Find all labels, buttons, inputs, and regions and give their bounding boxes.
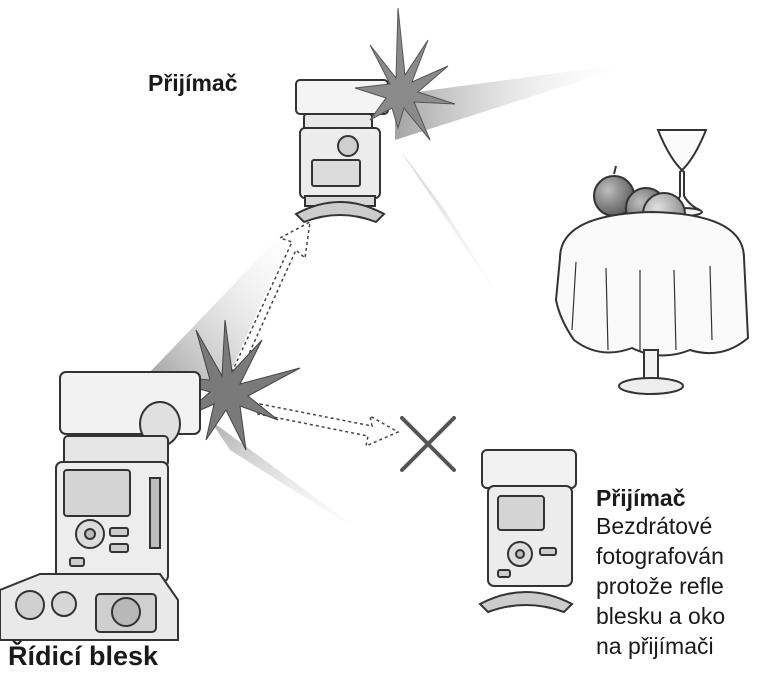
master-flash-label: Řídicí blesk — [8, 641, 159, 671]
note-line-1: Bezdrátové — [596, 513, 713, 539]
master-flash-beam-right — [210, 420, 380, 545]
master-flash-unit — [55, 371, 201, 583]
camera-body — [0, 573, 179, 641]
note-line-4: blesku a oko — [596, 603, 726, 629]
master-flash-burst — [149, 319, 301, 451]
top-receiver-flash — [294, 79, 389, 224]
note-line-3: protože refle — [596, 573, 724, 599]
remote-receiver-label: Přijímač — [596, 485, 686, 511]
top-flash-burst — [354, 7, 456, 141]
blocked-signal-x — [400, 416, 456, 472]
top-flash-beam-down — [370, 110, 520, 330]
master-flash-beam-up — [150, 215, 300, 385]
table-still-life — [554, 129, 750, 395]
top-flash-beam-right — [395, 62, 640, 140]
note-line-2: fotografován — [596, 543, 724, 569]
signal-arrow-right — [257, 403, 400, 448]
note-line-5: na přijímači — [596, 633, 714, 659]
remote-receiver-flash — [478, 449, 577, 614]
top-receiver-label: Přijímač — [148, 70, 238, 96]
